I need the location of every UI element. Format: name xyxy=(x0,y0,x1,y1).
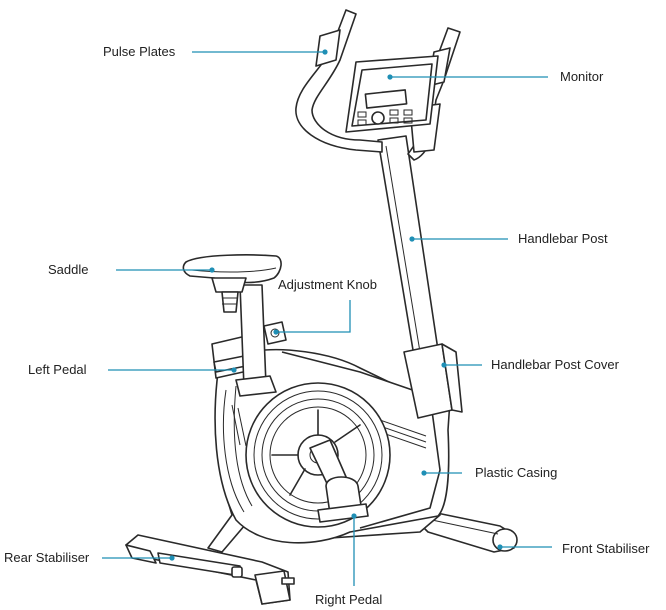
label-left-pedal: Left Pedal xyxy=(28,362,87,377)
label-handlebar-post: Handlebar Post xyxy=(518,231,608,246)
leader-monitor-dot xyxy=(387,74,393,80)
label-rear-stabiliser: Rear Stabiliser xyxy=(4,550,90,565)
leader-saddle-dot xyxy=(209,267,215,273)
leader-right-pedal-dot xyxy=(351,513,357,519)
monitor-part xyxy=(345,55,439,133)
label-saddle: Saddle xyxy=(48,262,89,277)
bike-drawing xyxy=(125,9,518,605)
leader-adjustment-knob-dot xyxy=(273,329,279,335)
leader-adjustment-knob xyxy=(276,300,351,333)
handlebar-post-part xyxy=(377,135,463,419)
leader-left-pedal-dot xyxy=(231,367,237,373)
leader-handlebar-post-cover-dot xyxy=(441,362,447,368)
label-adjustment-knob: Adjustment Knob xyxy=(278,277,378,292)
leader-handlebar-post-dot xyxy=(409,236,415,242)
label-front-stabiliser: Front Stabiliser xyxy=(562,541,650,556)
handlebars-part xyxy=(295,9,461,161)
leader-rear-stabiliser-dot xyxy=(169,555,175,561)
label-handlebar-post-cover: Handlebar Post Cover xyxy=(491,357,619,372)
saddle-part xyxy=(182,254,282,313)
leader-front-stabiliser-dot xyxy=(497,544,503,550)
label-right-pedal: Right Pedal xyxy=(315,592,383,607)
label-monitor: Monitor xyxy=(560,69,604,84)
leader-lines xyxy=(102,49,552,586)
leader-pulse-plates-dot xyxy=(322,49,328,55)
rear-stabiliser-part xyxy=(125,534,295,605)
label-pulse-plates: Pulse Plates xyxy=(103,44,176,59)
leader-plastic-casing-dot xyxy=(421,470,427,476)
label-plastic-casing: Plastic Casing xyxy=(475,465,558,480)
